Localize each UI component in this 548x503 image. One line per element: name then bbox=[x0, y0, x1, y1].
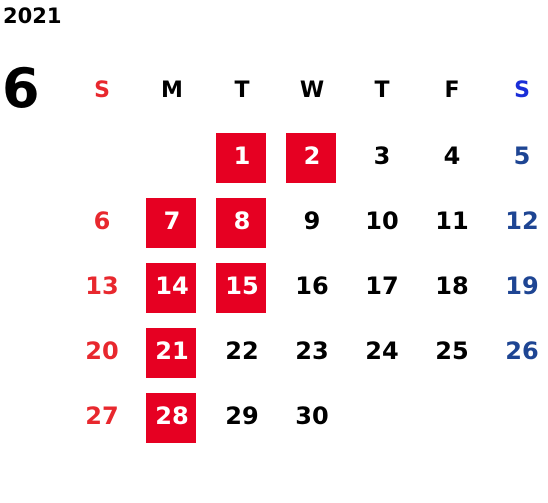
day-cell: 13 bbox=[67, 253, 137, 318]
day-number: 14 bbox=[155, 271, 189, 300]
empty-day-cell bbox=[137, 123, 207, 188]
day-number: 11 bbox=[435, 206, 469, 235]
day-cell: 17 bbox=[347, 253, 417, 318]
day-cell: 11 bbox=[417, 188, 487, 253]
day-cell-highlighted: 2 bbox=[277, 123, 347, 188]
day-number: 18 bbox=[435, 271, 469, 300]
day-number: 6 bbox=[93, 206, 111, 235]
day-number: 5 bbox=[513, 141, 531, 170]
day-cell-highlighted: 14 bbox=[137, 253, 207, 318]
day-cell: 24 bbox=[347, 318, 417, 383]
day-number: 17 bbox=[365, 271, 399, 300]
weekday-header: F bbox=[444, 78, 460, 103]
weekday-header: S bbox=[94, 78, 110, 103]
day-cell: 3 bbox=[347, 123, 417, 188]
day-cell: 16 bbox=[277, 253, 347, 318]
day-highlight-box bbox=[286, 133, 336, 183]
day-cell-highlighted: 28 bbox=[137, 383, 207, 448]
day-number: 9 bbox=[303, 206, 321, 235]
day-cell-highlighted: 7 bbox=[137, 188, 207, 253]
day-number: 16 bbox=[295, 271, 329, 300]
day-cell: 22 bbox=[207, 318, 277, 383]
day-number: 25 bbox=[435, 336, 469, 365]
day-number: 20 bbox=[85, 336, 119, 365]
day-number: 2 bbox=[303, 141, 321, 170]
day-cell-highlighted: 8 bbox=[207, 188, 277, 253]
day-number: 30 bbox=[295, 401, 329, 430]
day-number: 19 bbox=[505, 271, 539, 300]
day-cell: 18 bbox=[417, 253, 487, 318]
day-cell: 20 bbox=[67, 318, 137, 383]
day-highlight-box bbox=[216, 263, 266, 313]
day-number: 29 bbox=[225, 401, 259, 430]
weekday-header: T bbox=[234, 78, 250, 103]
day-number: 23 bbox=[295, 336, 329, 365]
day-number: 24 bbox=[365, 336, 399, 365]
day-cell: 12 bbox=[487, 188, 548, 253]
day-number: 22 bbox=[225, 336, 259, 365]
day-number: 28 bbox=[155, 401, 189, 430]
weekday-header: M bbox=[161, 78, 183, 103]
day-number: 21 bbox=[155, 336, 189, 365]
day-cell-highlighted: 1 bbox=[207, 123, 277, 188]
day-number: 13 bbox=[85, 271, 119, 300]
day-cell: 6 bbox=[67, 188, 137, 253]
calendar-year: 2021 bbox=[3, 4, 62, 28]
day-number: 26 bbox=[505, 336, 539, 365]
day-cell-highlighted: 15 bbox=[207, 253, 277, 318]
calendar-month: 6 bbox=[2, 57, 40, 120]
weekday-header: S bbox=[514, 78, 530, 103]
day-number: 4 bbox=[443, 141, 461, 170]
day-number: 1 bbox=[233, 141, 251, 170]
day-cell: 27 bbox=[67, 383, 137, 448]
day-cell: 10 bbox=[347, 188, 417, 253]
day-highlight-box bbox=[216, 198, 266, 248]
day-cell: 30 bbox=[277, 383, 347, 448]
empty-day-cell bbox=[67, 123, 137, 188]
day-highlight-box bbox=[146, 198, 196, 248]
day-cell-highlighted: 21 bbox=[137, 318, 207, 383]
day-number: 8 bbox=[233, 206, 251, 235]
day-number: 3 bbox=[373, 141, 391, 170]
day-highlight-box bbox=[146, 328, 196, 378]
day-cell: 19 bbox=[487, 253, 548, 318]
day-cell: 4 bbox=[417, 123, 487, 188]
day-highlight-box bbox=[216, 133, 266, 183]
day-number: 27 bbox=[85, 401, 119, 430]
weekday-header: W bbox=[299, 78, 325, 103]
day-cell: 29 bbox=[207, 383, 277, 448]
day-number: 10 bbox=[365, 206, 399, 235]
day-highlight-box bbox=[146, 393, 196, 443]
day-cell: 23 bbox=[277, 318, 347, 383]
day-number: 15 bbox=[225, 271, 259, 300]
day-cell: 9 bbox=[277, 188, 347, 253]
weekday-header: T bbox=[374, 78, 390, 103]
day-number: 12 bbox=[505, 206, 539, 235]
day-cell: 25 bbox=[417, 318, 487, 383]
day-number: 7 bbox=[163, 206, 181, 235]
day-highlight-box bbox=[146, 263, 196, 313]
day-cell: 5 bbox=[487, 123, 548, 188]
day-cell: 26 bbox=[487, 318, 548, 383]
